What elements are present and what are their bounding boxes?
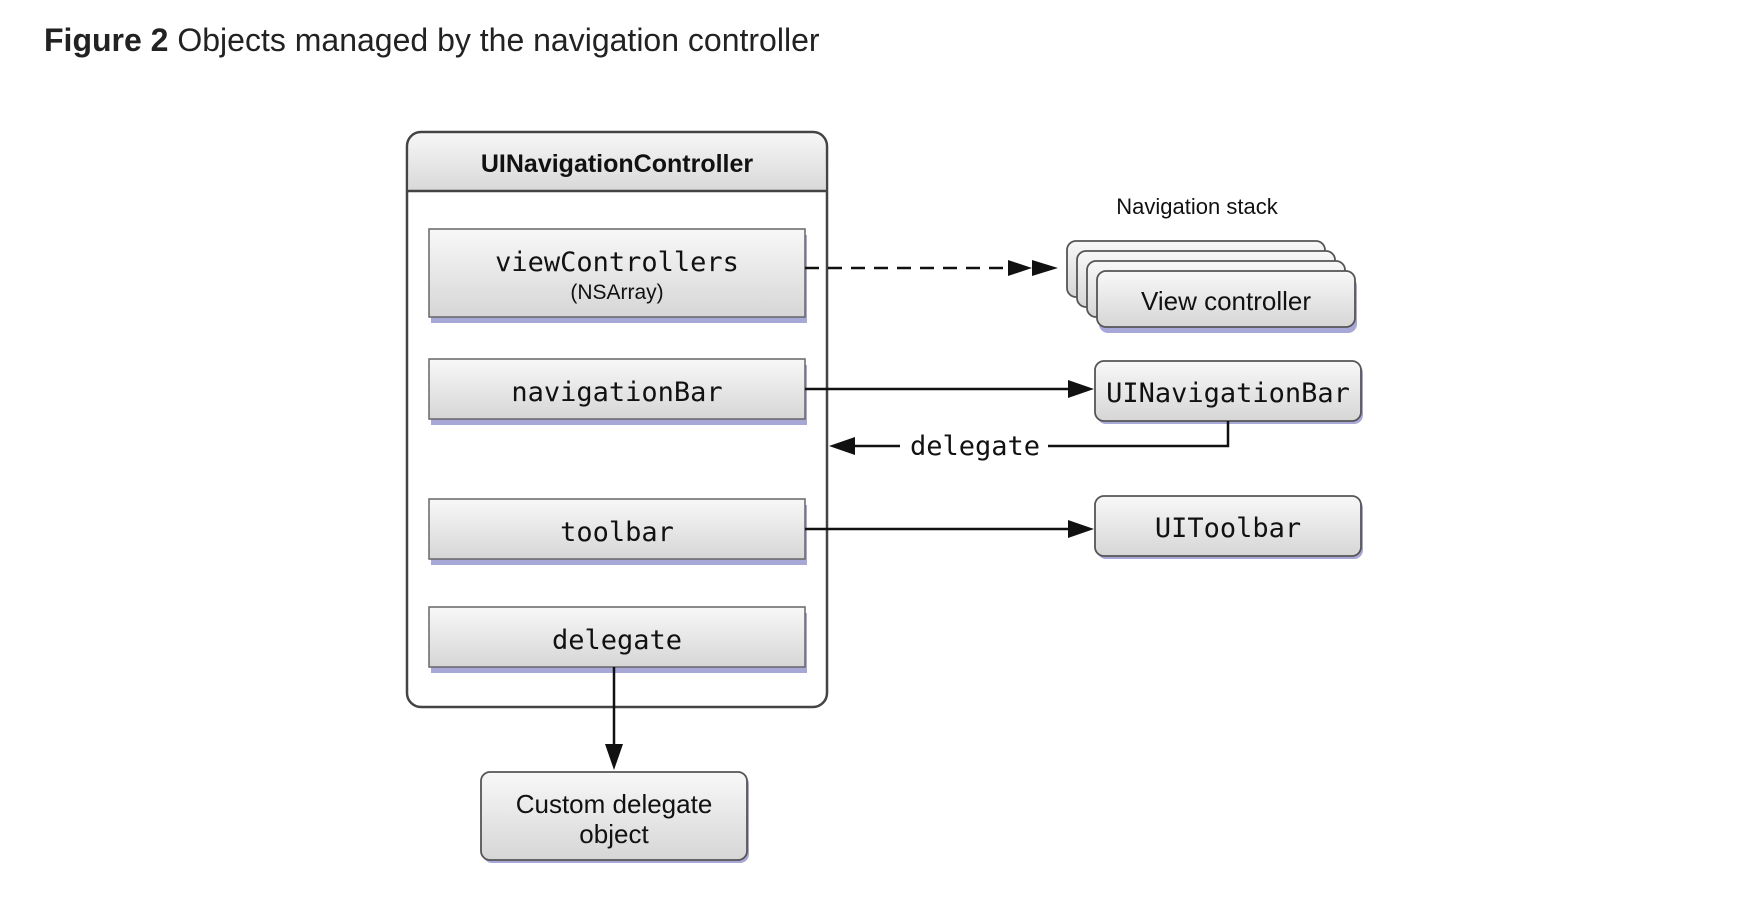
- property-name: toolbar: [560, 517, 674, 548]
- view-controller-label: View controller: [1141, 286, 1311, 316]
- custom-delegate-line1: Custom delegate: [516, 789, 713, 819]
- property-navigation-bar: navigationBar: [428, 358, 807, 425]
- property-type: (NSArray): [570, 281, 663, 304]
- ui-navigation-bar-box: UINavigationBar: [1094, 360, 1363, 424]
- ui-toolbar-box: UIToolbar: [1094, 495, 1363, 559]
- property-name: navigationBar: [511, 377, 722, 408]
- property-delegate: delegate: [428, 606, 807, 673]
- arrow-navigation-bar: [805, 380, 1094, 398]
- figure-title: Objects managed by the navigation contro…: [177, 22, 820, 58]
- ui-toolbar-label: UIToolbar: [1155, 513, 1301, 544]
- custom-delegate-box: Custom delegate object: [480, 771, 749, 863]
- figure-label: Figure 2: [44, 22, 169, 58]
- arrow-delegate-to-custom: [605, 667, 623, 770]
- navigation-stack: View controller: [1066, 240, 1357, 333]
- navigation-controller-title: UINavigationController: [481, 150, 754, 178]
- property-view-controllers: viewControllers (NSArray): [428, 228, 807, 323]
- property-toolbar: toolbar: [428, 498, 807, 565]
- navigation-stack-label: Navigation stack: [1116, 194, 1278, 219]
- arrow-view-controllers-to-stack: [805, 260, 1058, 276]
- property-name: delegate: [552, 625, 682, 656]
- property-name: viewControllers: [495, 247, 739, 278]
- ui-navigation-bar-label: UINavigationBar: [1106, 378, 1350, 409]
- figure-caption: Figure 2 Objects managed by the navigati…: [44, 22, 820, 59]
- arrow-toolbar: [805, 520, 1094, 538]
- delegate-connection-label: delegate: [910, 431, 1040, 462]
- custom-delegate-line2: object: [579, 819, 649, 849]
- arrow-navigation-bar-delegate: delegate: [829, 421, 1230, 462]
